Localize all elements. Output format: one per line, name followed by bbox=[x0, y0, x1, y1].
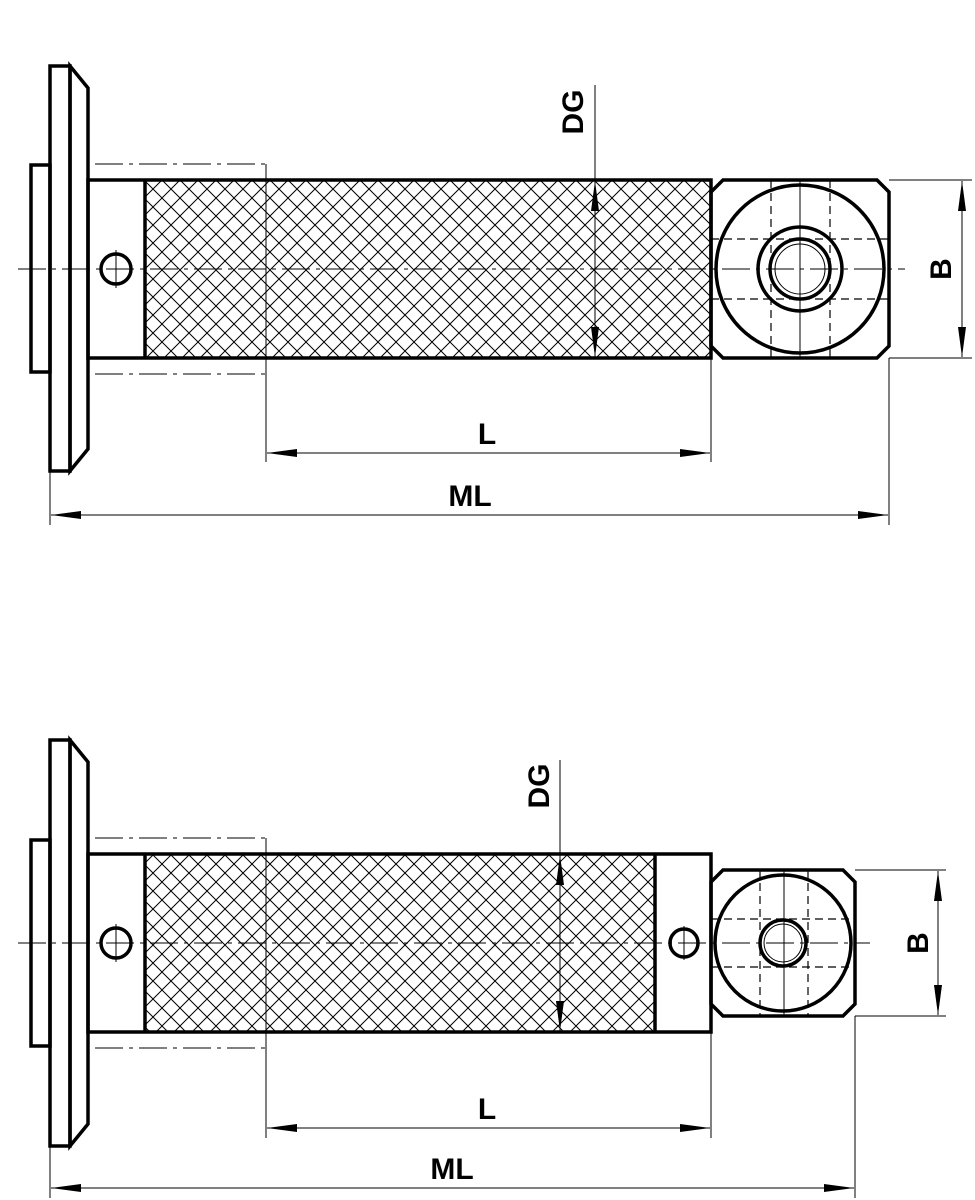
bore bbox=[758, 918, 808, 968]
ml-label: ML bbox=[448, 480, 491, 513]
knurled-section bbox=[145, 854, 655, 1032]
b-label: B bbox=[902, 932, 935, 954]
knurled-section bbox=[145, 180, 711, 358]
head-octagon bbox=[709, 178, 891, 360]
phantom-outline bbox=[95, 163, 266, 375]
head-circle bbox=[713, 873, 853, 1013]
thread-circle bbox=[763, 923, 803, 963]
dg-label: DG bbox=[523, 764, 556, 809]
bottom-view: DG B L ML bbox=[18, 735, 946, 1198]
head-circle bbox=[714, 183, 886, 355]
flange-chamfer bbox=[68, 735, 90, 1151]
l-label: L bbox=[478, 418, 496, 451]
thread-circle bbox=[774, 243, 826, 295]
head-octagon bbox=[709, 868, 857, 1018]
top-view: DG B L ML bbox=[18, 61, 972, 525]
bore-inner bbox=[768, 237, 832, 301]
flange-chamfer bbox=[68, 61, 90, 476]
phantom-outline bbox=[95, 837, 266, 1049]
b-label: B bbox=[925, 258, 958, 280]
dg-label: DG bbox=[557, 90, 590, 135]
l-label: L bbox=[478, 1093, 496, 1126]
bore-outer bbox=[756, 225, 844, 313]
ml-label: ML bbox=[430, 1153, 473, 1186]
